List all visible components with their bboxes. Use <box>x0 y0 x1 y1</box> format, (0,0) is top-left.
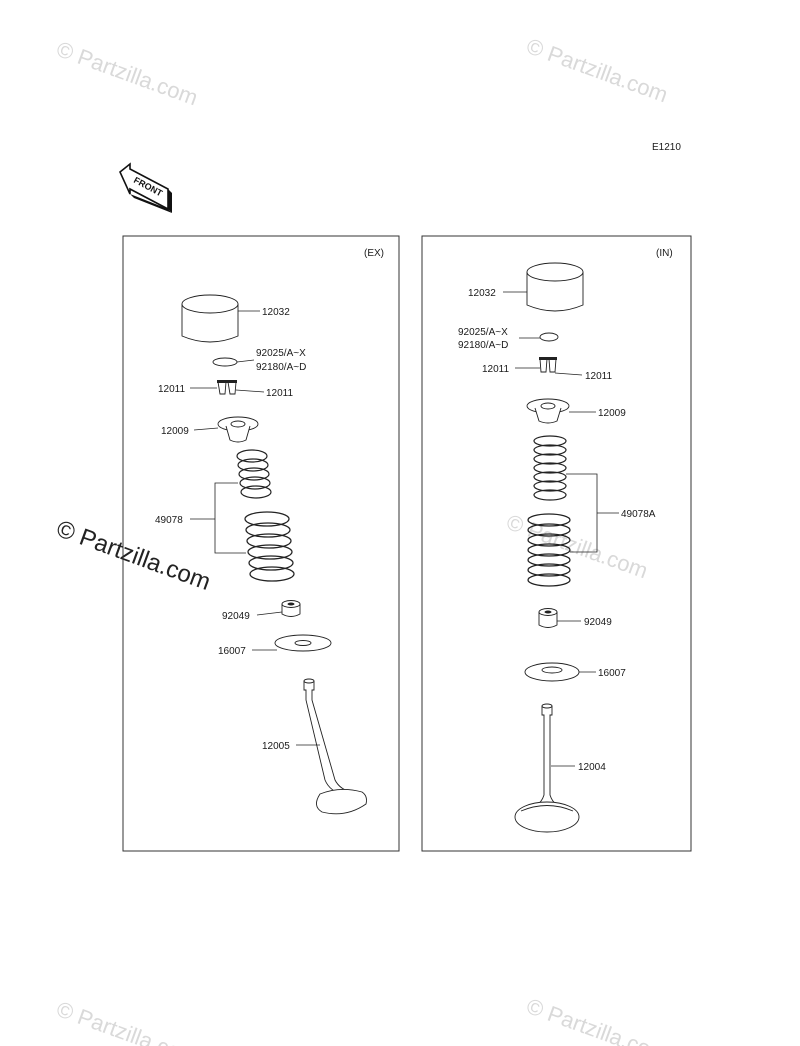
watermark-bottom-right: © Partzilla.com <box>523 993 671 1046</box>
in-valve-label: 12004 <box>578 762 606 773</box>
watermark-top-left: © Partzilla.com <box>53 36 201 110</box>
in-outer-spring-part <box>527 513 571 587</box>
exhaust-panel: (EX) 12032 92025/A~X 92180/A~D 12011 120… <box>122 235 400 852</box>
ex-shim-label-a: 92025/A~X <box>256 348 306 359</box>
ex-cotter-part <box>217 380 237 395</box>
ex-spring-label: 49078 <box>155 515 183 526</box>
in-shim-label-a: 92025/A~X <box>458 327 508 338</box>
ex-valve-part <box>303 678 367 815</box>
in-spring-label: 49078A <box>621 509 656 520</box>
watermark-center-left: © Partzilla.com <box>53 515 214 596</box>
in-tappet-part <box>526 262 584 312</box>
ex-tappet-label: 12032 <box>262 307 290 318</box>
ex-seal-part <box>281 600 301 617</box>
in-tappet-label: 12032 <box>468 288 496 299</box>
in-shim-part <box>539 332 559 342</box>
watermark-mid-right: © Partzilla.com <box>503 509 651 583</box>
in-cotter-part <box>539 357 557 373</box>
in-seat-label: 16007 <box>598 668 626 679</box>
ex-shim-part <box>212 357 238 367</box>
front-arrow-icon: FRONT <box>119 162 172 213</box>
in-seat-part <box>524 662 580 682</box>
ex-shim-label-b: 92180/A~D <box>256 362 306 373</box>
exhaust-panel-title: (EX) <box>364 248 384 259</box>
in-shim-label-b: 92180/A~D <box>458 340 508 351</box>
exhaust-panel-frame <box>122 235 400 852</box>
ex-seal-label: 92049 <box>222 611 250 622</box>
watermark-top-right: © Partzilla.com <box>523 33 671 107</box>
intake-panel: (IN) 12032 92025/A~X 92180/A~D 12011 120… <box>421 235 692 852</box>
in-retainer-part <box>526 398 570 424</box>
ex-valve-label: 12005 <box>262 741 290 752</box>
ex-cotter-right-label: 12011 <box>266 388 294 399</box>
ex-retainer-part <box>217 416 259 443</box>
watermark-bottom-left: © Partzilla.com <box>53 996 201 1046</box>
in-valve-part <box>514 703 580 833</box>
diagram-code: E1210 <box>652 142 681 153</box>
in-inner-spring-part <box>533 435 567 501</box>
in-seal-part <box>538 608 558 628</box>
in-cotter-right-label: 12011 <box>585 371 613 382</box>
in-seal-label: 92049 <box>584 617 612 628</box>
intake-panel-frame <box>421 235 692 852</box>
in-retainer-label: 12009 <box>598 408 626 419</box>
in-cotter-left-label: 12011 <box>482 364 510 375</box>
ex-seat-part <box>274 634 332 652</box>
ex-inner-spring-part <box>236 449 272 499</box>
intake-panel-title: (IN) <box>656 248 673 259</box>
ex-seat-label: 16007 <box>218 646 246 657</box>
ex-cotter-left-label: 12011 <box>158 384 186 395</box>
ex-outer-spring-part <box>244 511 295 582</box>
ex-tappet-part <box>181 294 239 343</box>
ex-retainer-label: 12009 <box>161 426 189 437</box>
